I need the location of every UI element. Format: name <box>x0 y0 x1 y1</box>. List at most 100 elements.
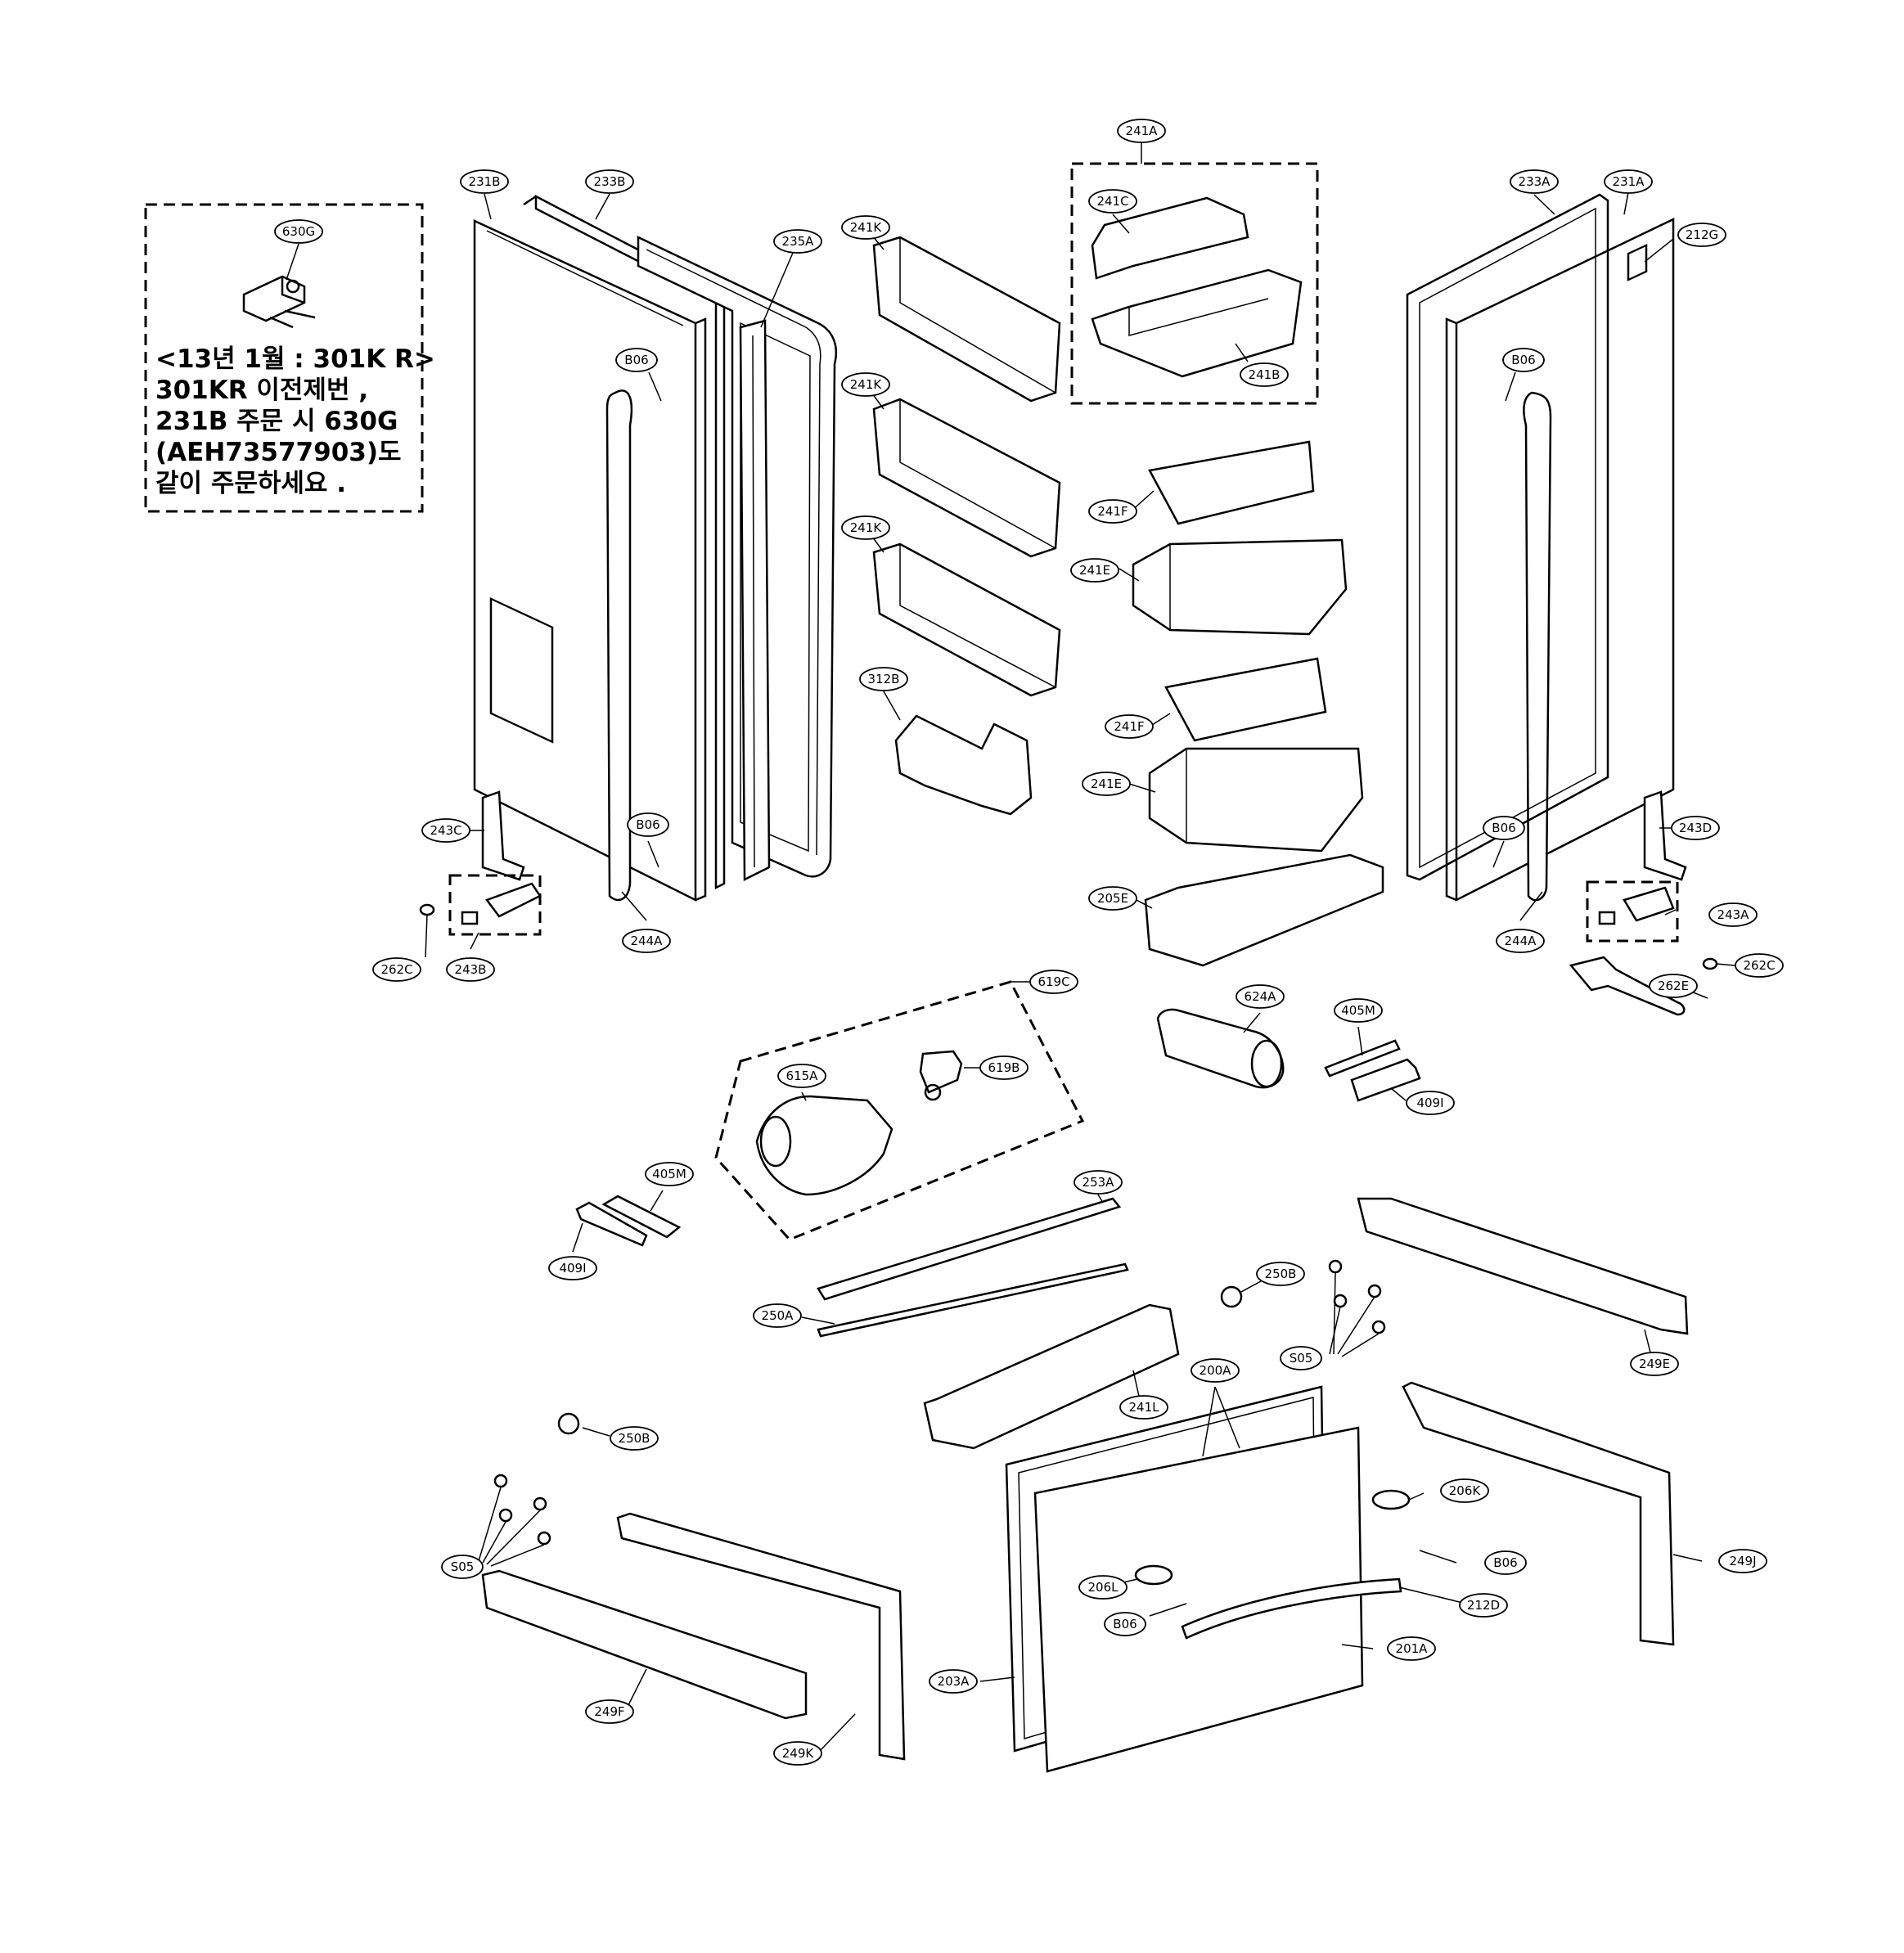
part-label-241L: 241L <box>1119 1395 1168 1420</box>
part-label-244A-2: 244A <box>1496 929 1545 953</box>
part-label-253A: 253A <box>1074 1170 1123 1195</box>
hinge-630G-drawing <box>242 275 316 329</box>
part-label-241B: 241B <box>1240 362 1289 387</box>
bin-cover-241C <box>1091 196 1249 280</box>
part-label-249E: 249E <box>1630 1352 1679 1376</box>
part-label-S05-1: S05 <box>1280 1346 1322 1370</box>
part-label-S05-2: S05 <box>441 1555 484 1579</box>
svg-text:203A: 203A <box>938 1674 970 1689</box>
label-plate-212G <box>1627 243 1648 281</box>
bumper-206K <box>1371 1489 1411 1510</box>
part-label-241K-3: 241K <box>841 515 890 540</box>
part-label-624A: 624A <box>1236 984 1285 1009</box>
svg-text:241K: 241K <box>850 220 883 235</box>
bracket-312B <box>894 714 1033 816</box>
svg-text:205E: 205E <box>1097 891 1128 906</box>
svg-text:B06: B06 <box>636 817 659 832</box>
door-bin-241K-2 <box>872 398 1061 558</box>
door-gasket-233A <box>1406 193 1609 881</box>
gear-250B-1 <box>1220 1285 1243 1308</box>
svg-text:241E: 241E <box>1091 776 1122 791</box>
part-label-235A: 235A <box>773 229 822 254</box>
bin-205E <box>1144 853 1384 967</box>
valve-615A <box>755 1095 893 1196</box>
part-label-231A: 231A <box>1604 169 1653 194</box>
strip-235A <box>739 319 771 882</box>
svg-text:B06: B06 <box>1493 1555 1517 1570</box>
part-label-409I-1: 409I <box>1406 1091 1455 1115</box>
hinge-243B <box>461 882 542 925</box>
svg-text:619C: 619C <box>1038 974 1069 989</box>
part-label-206L: 206L <box>1078 1575 1128 1600</box>
note-line-3: 231B 주문 시 630G <box>155 407 398 436</box>
svg-text:206L: 206L <box>1088 1580 1119 1595</box>
part-label-B06-5: B06 <box>1484 1550 1527 1575</box>
door-bin-241K-1 <box>872 236 1061 403</box>
note-dashed-box <box>144 203 424 513</box>
bar-250A <box>817 1262 1129 1338</box>
part-label-405M-2: 405M <box>645 1162 694 1186</box>
svg-text:409I: 409I <box>559 1261 586 1276</box>
svg-text:312B: 312B <box>868 672 900 686</box>
part-label-B06-6: B06 <box>1104 1612 1146 1636</box>
crisper-bin-241E-1 <box>1132 538 1348 636</box>
part-label-249J: 249J <box>1718 1549 1767 1573</box>
svg-text:630G: 630G <box>282 224 315 239</box>
freezer-door-201A <box>1033 1426 1411 1773</box>
note-line-1: <13년 1월 : 301K R> <box>155 344 435 374</box>
svg-text:235A: 235A <box>782 234 815 249</box>
drawer-frame-249J <box>1402 1381 1675 1646</box>
svg-text:241B: 241B <box>1249 367 1281 382</box>
bin-divider-241F-2 <box>1164 657 1327 742</box>
hinge-243B-dashed-box <box>448 874 542 936</box>
svg-text:250B: 250B <box>619 1431 650 1446</box>
rail-409I-1 <box>1350 1058 1421 1102</box>
svg-text:241K: 241K <box>850 377 883 392</box>
part-label-250A: 250A <box>753 1303 802 1328</box>
part-label-B06-3: B06 <box>627 812 669 837</box>
part-label-B06-2: B06 <box>1502 348 1545 372</box>
part-label-262C-2: 262C <box>1735 953 1784 978</box>
part-label-212G: 212G <box>1677 223 1726 247</box>
svg-text:231B: 231B <box>469 174 501 189</box>
rail-405M-2 <box>601 1195 682 1239</box>
screws-S05-1 <box>1328 1259 1386 1334</box>
part-label-241F-2: 241F <box>1105 714 1154 739</box>
svg-text:243D: 243D <box>1679 821 1712 835</box>
svg-text:B06: B06 <box>1492 821 1515 835</box>
svg-text:B06: B06 <box>624 353 648 367</box>
svg-text:201A: 201A <box>1396 1641 1429 1656</box>
part-label-B06-1: B06 <box>615 348 658 372</box>
part-label-205E: 205E <box>1088 886 1137 911</box>
svg-text:249J: 249J <box>1729 1554 1756 1568</box>
svg-text:405M: 405M <box>1341 1003 1375 1018</box>
svg-text:241L: 241L <box>1129 1400 1160 1415</box>
part-label-262C-1: 262C <box>372 957 421 982</box>
part-label-200A: 200A <box>1191 1358 1240 1383</box>
svg-text:231A: 231A <box>1613 174 1645 189</box>
note-line-5: 같이 주문하세요 . <box>155 469 347 498</box>
part-label-243B: 243B <box>446 957 495 982</box>
rail-409I-2 <box>575 1201 648 1247</box>
svg-text:262C: 262C <box>1743 958 1775 973</box>
water-valve-619C-dashed-box <box>714 980 1085 1241</box>
part-label-B06-4: B06 <box>1483 816 1525 840</box>
svg-text:250A: 250A <box>762 1308 794 1323</box>
svg-text:241F: 241F <box>1097 504 1128 519</box>
part-label-201A: 201A <box>1387 1636 1436 1661</box>
part-label-312B: 312B <box>859 667 908 691</box>
svg-text:241K: 241K <box>850 520 883 535</box>
svg-text:615A: 615A <box>786 1069 819 1083</box>
hinge-243D <box>1643 790 1687 881</box>
part-label-241C: 241C <box>1088 189 1137 214</box>
basket-241L <box>923 1303 1180 1450</box>
slide-rail-249F <box>481 1569 808 1720</box>
part-label-630G: 630G <box>274 219 323 244</box>
rail-405M-1 <box>1324 1039 1401 1078</box>
hinge-243A-dashed-box <box>1586 880 1679 943</box>
svg-text:249K: 249K <box>782 1746 815 1761</box>
leader-lines <box>425 143 1735 1752</box>
svg-text:619B: 619B <box>988 1060 1020 1075</box>
bar-253A <box>817 1197 1122 1301</box>
svg-text:S05: S05 <box>1290 1351 1313 1366</box>
